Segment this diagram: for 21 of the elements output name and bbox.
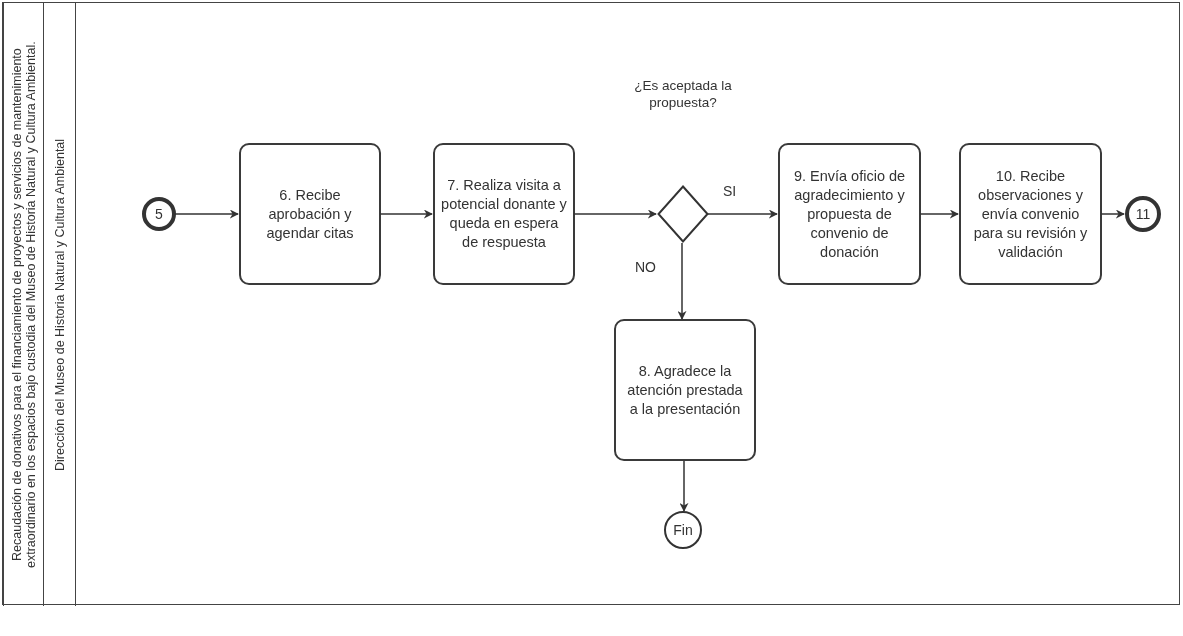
process-box: 9. Envía oficio de agradecimiento y propuesta de convenio de donación xyxy=(778,143,921,285)
process-box: 7. Realiza visita a potencial donante y queda en espera de respuesta xyxy=(433,143,575,285)
question-text: ¿Es aceptada la propuesta? xyxy=(633,77,733,111)
edge-label: NO xyxy=(633,259,658,275)
arrow xyxy=(679,460,689,512)
arrow xyxy=(573,209,657,219)
connector-circle: 5 xyxy=(142,197,176,231)
arrow xyxy=(919,209,959,219)
arrow xyxy=(379,209,433,219)
lane-label: Dirección del Museo de Historia Natural y Cultura Ambiental xyxy=(44,3,76,606)
end-circle: Fin xyxy=(664,511,702,549)
pool-label: Recaudación de donativos para el financiamiento de proyectos y servicios de mantenimiento extraordinario en los espacios bajo custodia del Museo de Historia Natural y Cultura Ambiental. xyxy=(3,3,43,606)
process-box: 8. Agradece la atención prestada a la presentación xyxy=(614,319,756,461)
arrow xyxy=(174,209,239,219)
arrow xyxy=(1100,209,1125,219)
arrow xyxy=(677,242,687,320)
arrow xyxy=(707,209,778,219)
connector-circle: 11 xyxy=(1125,196,1161,232)
process-box: 6. Recibe aprobación y agendar citas xyxy=(239,143,381,285)
decision-diamond xyxy=(657,185,709,243)
process-box: 10. Recibe observaciones y envía convenio para su revisión y validación xyxy=(959,143,1102,285)
